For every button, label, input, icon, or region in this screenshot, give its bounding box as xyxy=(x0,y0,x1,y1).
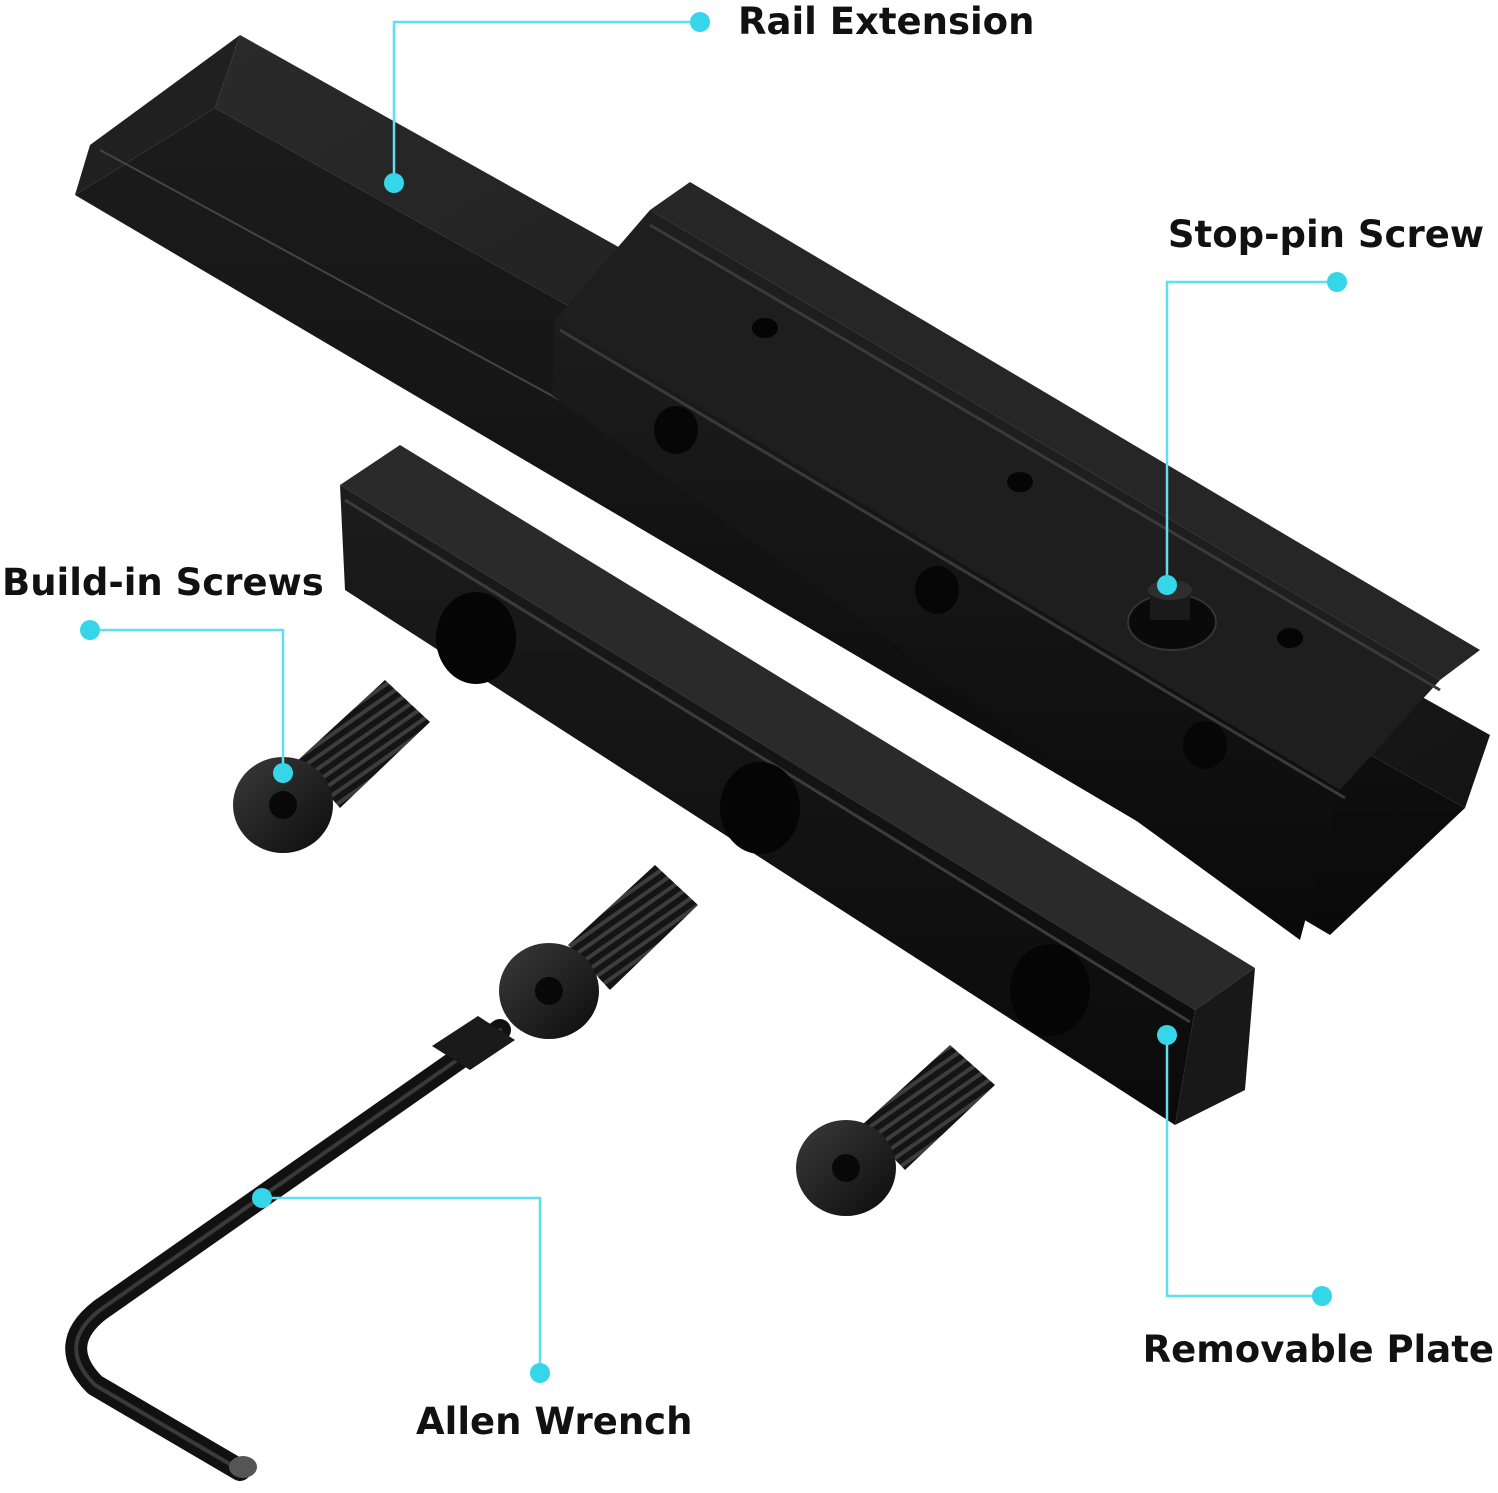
callout-allen-wrench xyxy=(252,1188,550,1383)
removable-plate xyxy=(340,445,1255,1125)
screw xyxy=(499,865,698,1039)
stop-pin-screw xyxy=(1127,580,1217,651)
callout-build-in-screws xyxy=(80,620,293,783)
callout-removable-plate xyxy=(1157,1025,1332,1306)
label-removable-plate: Removable Plate xyxy=(1143,1328,1494,1371)
label-stop-pin-screw: Stop-pin Screw xyxy=(1168,213,1484,256)
callout-stop-pin-screw xyxy=(1157,272,1347,595)
label-rail-extension: Rail Extension xyxy=(738,0,1034,43)
screw xyxy=(796,1045,995,1216)
screw xyxy=(233,680,430,853)
callout-rail-extension xyxy=(384,12,710,193)
allen-wrench xyxy=(65,1016,515,1481)
clamp-block xyxy=(552,182,1480,940)
label-build-in-screws: Build-in Screws xyxy=(2,561,324,604)
label-allen-wrench: Allen Wrench xyxy=(416,1400,692,1443)
